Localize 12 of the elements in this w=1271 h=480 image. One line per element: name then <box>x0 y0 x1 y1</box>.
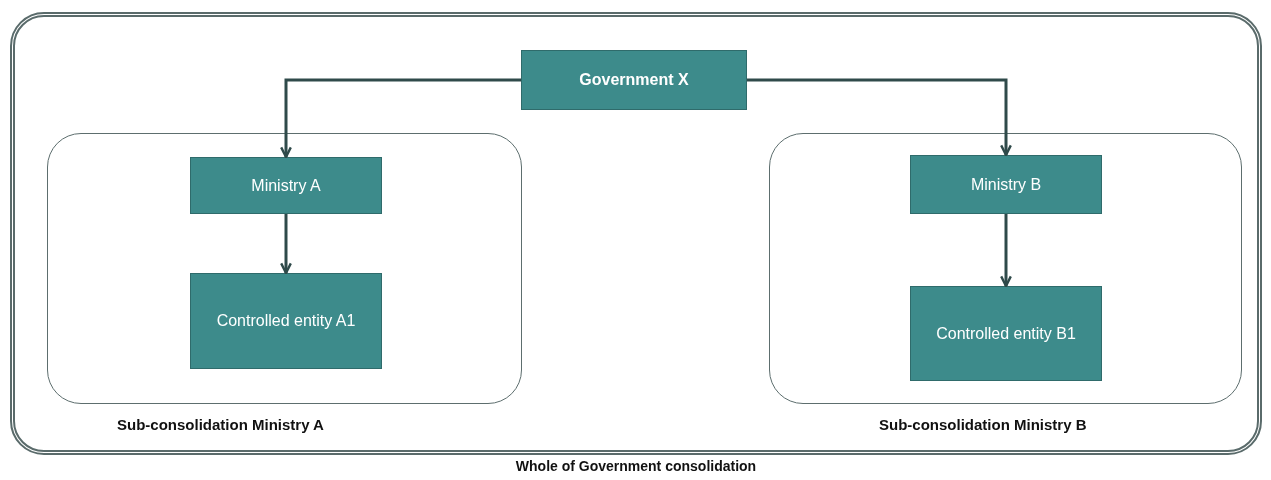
process-box: Controlled entity A1 <box>190 273 382 369</box>
process-box: Government X <box>521 50 747 110</box>
process-box: Ministry A <box>190 157 382 214</box>
arrow <box>280 214 292 275</box>
group-title: Sub-consolidation Ministry B <box>879 416 1087 433</box>
group-title: Whole of Government consolidation <box>514 458 758 474</box>
process-box: Controlled entity B1 <box>910 286 1102 381</box>
arrow <box>1000 214 1012 288</box>
process-box: Ministry B <box>910 155 1102 214</box>
group-title: Sub-consolidation Ministry A <box>117 416 324 433</box>
arrow <box>280 78 521 159</box>
arrow <box>747 78 1012 157</box>
